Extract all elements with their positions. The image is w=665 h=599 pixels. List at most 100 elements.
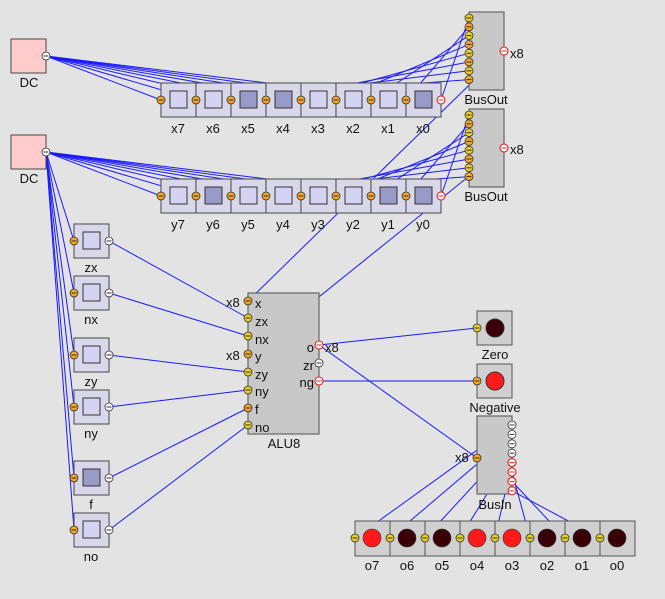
alu-ng-pin[interactable] [314, 376, 324, 386]
y-switch-in-pin[interactable] [226, 191, 236, 201]
output-lamp-o1-pin[interactable] [560, 533, 570, 543]
control-switch-zx[interactable]: zx [73, 223, 110, 275]
busout-bottom[interactable]: BusOut x8 [464, 108, 524, 204]
output-lamp-o5-pin[interactable] [420, 533, 430, 543]
alu-zr-pin[interactable] [314, 358, 324, 368]
x-switch-in-pin[interactable] [331, 95, 341, 105]
busout-top-in-pin[interactable] [464, 40, 474, 49]
alu-zx-pin[interactable] [243, 313, 253, 323]
output-lamp-o7-pin[interactable] [350, 533, 360, 543]
busout-bottom-in-pin[interactable] [464, 154, 474, 164]
busin[interactable]: BusIn x8 [455, 415, 513, 512]
busout-top-out-pin[interactable] [499, 46, 509, 56]
alu-ny-pin[interactable] [243, 385, 253, 395]
busout-bottom-in-pin[interactable] [464, 163, 474, 173]
y-switch-y1[interactable]: y1 [370, 178, 407, 232]
y-switch-y7[interactable]: y7 [160, 178, 197, 232]
busin-out-pin[interactable] [507, 420, 517, 430]
busin-out-pin[interactable] [507, 476, 517, 486]
control-no-in-pin[interactable] [69, 525, 79, 535]
control-nx-out-pin[interactable] [104, 288, 114, 298]
x-switch-x1[interactable]: x1 [370, 82, 407, 136]
busout-bottom-out-pin[interactable] [499, 143, 509, 153]
busout-top-in-pin[interactable] [464, 48, 474, 58]
x-switch-x2[interactable]: x2 [335, 82, 372, 136]
busout-bottom-in-pin[interactable] [464, 145, 474, 155]
x-switch-in-pin[interactable] [261, 95, 271, 105]
output-lamp-o3-pin[interactable] [490, 533, 500, 543]
alu-f-pin[interactable] [243, 403, 253, 413]
x-switch-in-pin[interactable] [191, 95, 201, 105]
y-switch-in-pin[interactable] [331, 191, 341, 201]
busout-top-in-pin[interactable] [464, 75, 474, 84]
x-switch-in-pin[interactable] [156, 95, 166, 105]
x-switch-x6[interactable]: x6 [195, 82, 232, 136]
busout-bottom-in-pin[interactable] [464, 136, 474, 146]
y-switch-in-pin[interactable] [156, 191, 166, 201]
y-switch-y2[interactable]: y2 [335, 178, 372, 232]
control-zx-out-pin[interactable] [104, 236, 114, 246]
busout-bottom-in-pin[interactable] [464, 119, 474, 129]
dc-top-out-pin[interactable] [41, 51, 51, 61]
y-switch-y3[interactable]: y3 [300, 178, 337, 232]
control-switch-ny[interactable]: ny [73, 389, 110, 441]
busin-out-pin[interactable] [507, 429, 517, 439]
busout-top[interactable]: BusOut x8 [464, 11, 524, 107]
x-switch-x7[interactable]: x7 [160, 82, 197, 136]
busout-bottom-in-pin[interactable] [464, 172, 474, 182]
y0-out-pin[interactable] [436, 191, 446, 201]
control-ny-in-pin[interactable] [69, 402, 79, 412]
y-switch-in-pin[interactable] [261, 191, 271, 201]
control-switch-f[interactable]: f [73, 460, 110, 512]
dc-bottom-out-pin[interactable] [41, 147, 51, 157]
zero-in-pin[interactable] [472, 323, 482, 333]
busin-out-pin[interactable] [507, 439, 517, 449]
y-switch-in-pin[interactable] [296, 191, 306, 201]
x-switch-x5[interactable]: x5 [230, 82, 267, 136]
output-lamp-o2-pin[interactable] [525, 533, 535, 543]
x-switch-in-pin[interactable] [296, 95, 306, 105]
control-zy-out-pin[interactable] [104, 350, 114, 360]
x-switch-in-pin[interactable] [226, 95, 236, 105]
dc-source-bottom[interactable]: DC [10, 134, 47, 186]
alu-y-pin[interactable] [243, 349, 253, 359]
y-switch-y4[interactable]: y4 [265, 178, 302, 232]
x-switch-x3[interactable]: x3 [300, 82, 337, 136]
control-f-out-pin[interactable] [104, 473, 114, 483]
y-switch-y5[interactable]: y5 [230, 178, 267, 232]
busout-top-in-pin[interactable] [464, 31, 474, 40]
x-switch-in-pin[interactable] [366, 95, 376, 105]
x-switch-x0[interactable]: x0 [405, 82, 442, 136]
control-nx-in-pin[interactable] [69, 288, 79, 298]
output-lamp-o4-pin[interactable] [455, 533, 465, 543]
control-zy-in-pin[interactable] [69, 350, 79, 360]
x0-out-pin[interactable] [436, 95, 446, 105]
busout-bottom-in-pin[interactable] [464, 110, 474, 120]
control-no-out-pin[interactable] [104, 525, 114, 535]
dc-source-top[interactable]: DC [10, 38, 47, 90]
busin-out-pin[interactable] [507, 448, 517, 458]
x-switch-in-pin[interactable] [401, 95, 411, 105]
control-switch-zy[interactable]: zy [73, 337, 110, 389]
control-f-in-pin[interactable] [69, 473, 79, 483]
busout-top-in-pin[interactable] [464, 57, 474, 67]
y-switch-in-pin[interactable] [401, 191, 411, 201]
alu-o-pin[interactable] [314, 340, 324, 350]
output-lamp-o6-pin[interactable] [385, 533, 395, 543]
control-switch-no[interactable]: no [73, 512, 110, 564]
output-lamp-o0-pin[interactable] [595, 533, 605, 543]
negative-in-pin[interactable] [472, 376, 482, 386]
busin-in-pin[interactable] [472, 453, 482, 463]
busout-top-in-pin[interactable] [464, 66, 474, 76]
x-switch-x4[interactable]: x4 [265, 82, 302, 136]
y-switch-y6[interactable]: y6 [195, 178, 232, 232]
busin-out-pin[interactable] [507, 467, 517, 477]
alu-x-pin[interactable] [243, 296, 253, 306]
busin-out-pin[interactable] [507, 486, 517, 496]
control-ny-out-pin[interactable] [104, 402, 114, 412]
control-zx-in-pin[interactable] [69, 236, 79, 246]
y-switch-in-pin[interactable] [366, 191, 376, 201]
y-switch-in-pin[interactable] [191, 191, 201, 201]
alu8[interactable]: ALU8 x zx nx y zy ny f no x8 x8 o zr ng … [226, 292, 339, 451]
busout-top-in-pin[interactable] [464, 22, 474, 32]
